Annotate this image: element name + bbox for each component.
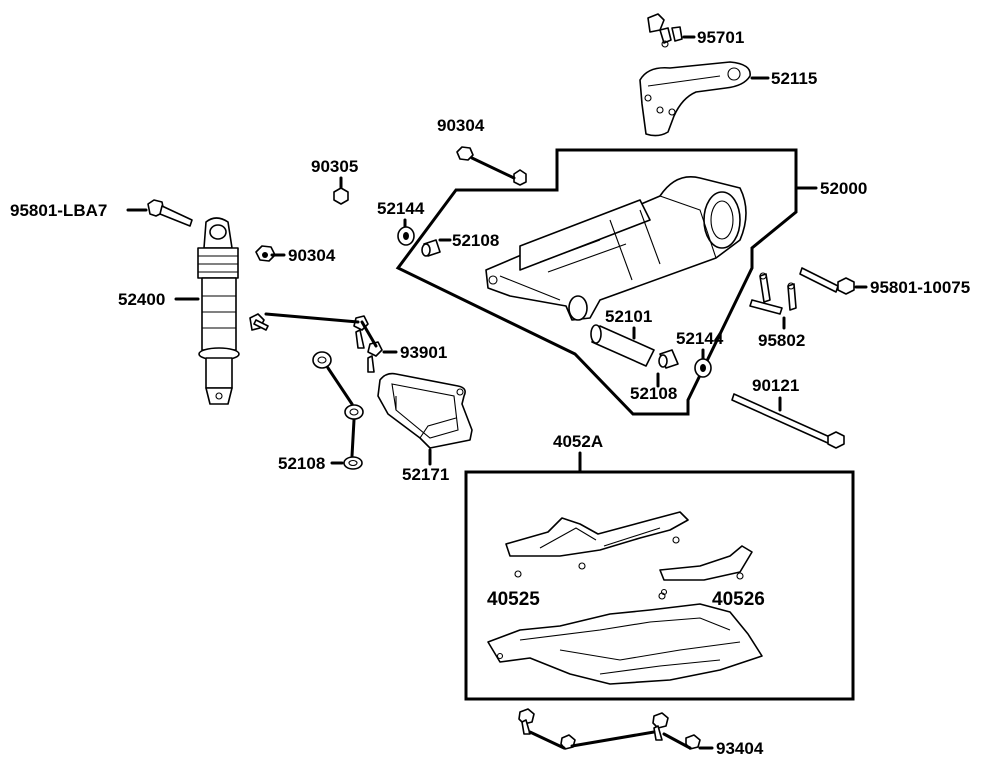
label-90304-top: 90304	[437, 116, 485, 135]
label-52144-lower: 52144	[676, 329, 724, 348]
label-52101: 52101	[605, 307, 652, 326]
label-93901: 93901	[400, 343, 447, 362]
shock-52400-drawing	[197, 217, 240, 405]
washer-52108-drawing	[312, 351, 364, 470]
bush-52108-upper-drawing	[421, 239, 441, 257]
label-52000: 52000	[820, 179, 867, 198]
label-52144-upper: 52144	[377, 199, 425, 218]
swingarm-group-outline	[395, 148, 798, 416]
label-52171: 52171	[402, 465, 449, 484]
cover-40526-drawing	[659, 545, 753, 596]
label-90305: 90305	[311, 157, 358, 176]
label-52115: 52115	[771, 69, 817, 88]
undercover-group-outline	[464, 470, 855, 701]
collar-52144-upper-drawing	[397, 226, 415, 246]
bolt-95701-drawing	[647, 13, 683, 48]
label-52400: 52400	[118, 290, 165, 309]
label-4052A: 4052A	[553, 432, 603, 451]
nut-90304-top-drawing	[456, 146, 527, 186]
label-95802: 95802	[758, 331, 805, 350]
bracket-52115-drawing	[639, 61, 751, 137]
cover-40525-drawing	[505, 511, 689, 578]
label-52108-lower: 52108	[630, 384, 677, 403]
label-93404: 93404	[716, 739, 764, 758]
screw-93404-drawing	[518, 708, 701, 750]
nut-90305-drawing	[333, 187, 349, 205]
bolt-95801-10075-drawing	[799, 267, 839, 293]
bush-52108-lower-drawing	[658, 349, 679, 369]
collar-52144-lower-drawing	[694, 358, 712, 378]
label-52108-washer: 52108	[278, 454, 325, 473]
label-90304-shock: 90304	[288, 246, 336, 265]
label-95801-10075: 95801-10075	[870, 278, 970, 297]
cover-main-drawing	[487, 592, 763, 685]
bracket-52171-drawing	[377, 372, 473, 449]
bolt-95802-drawing	[749, 272, 797, 315]
label-40526: 40526	[712, 589, 765, 610]
label-95801-lba7: 95801-LBA7	[10, 201, 107, 220]
label-95701: 95701	[697, 28, 744, 47]
label-40525: 40525	[487, 589, 540, 610]
collar-52101-drawing	[590, 324, 655, 367]
label-90121: 90121	[752, 376, 799, 395]
bolt-95801-lba7-drawing	[147, 199, 193, 227]
swingarm-52000-drawing	[485, 176, 747, 321]
label-52108-upper: 52108	[452, 231, 499, 250]
bolt-90121-drawing	[731, 393, 845, 449]
